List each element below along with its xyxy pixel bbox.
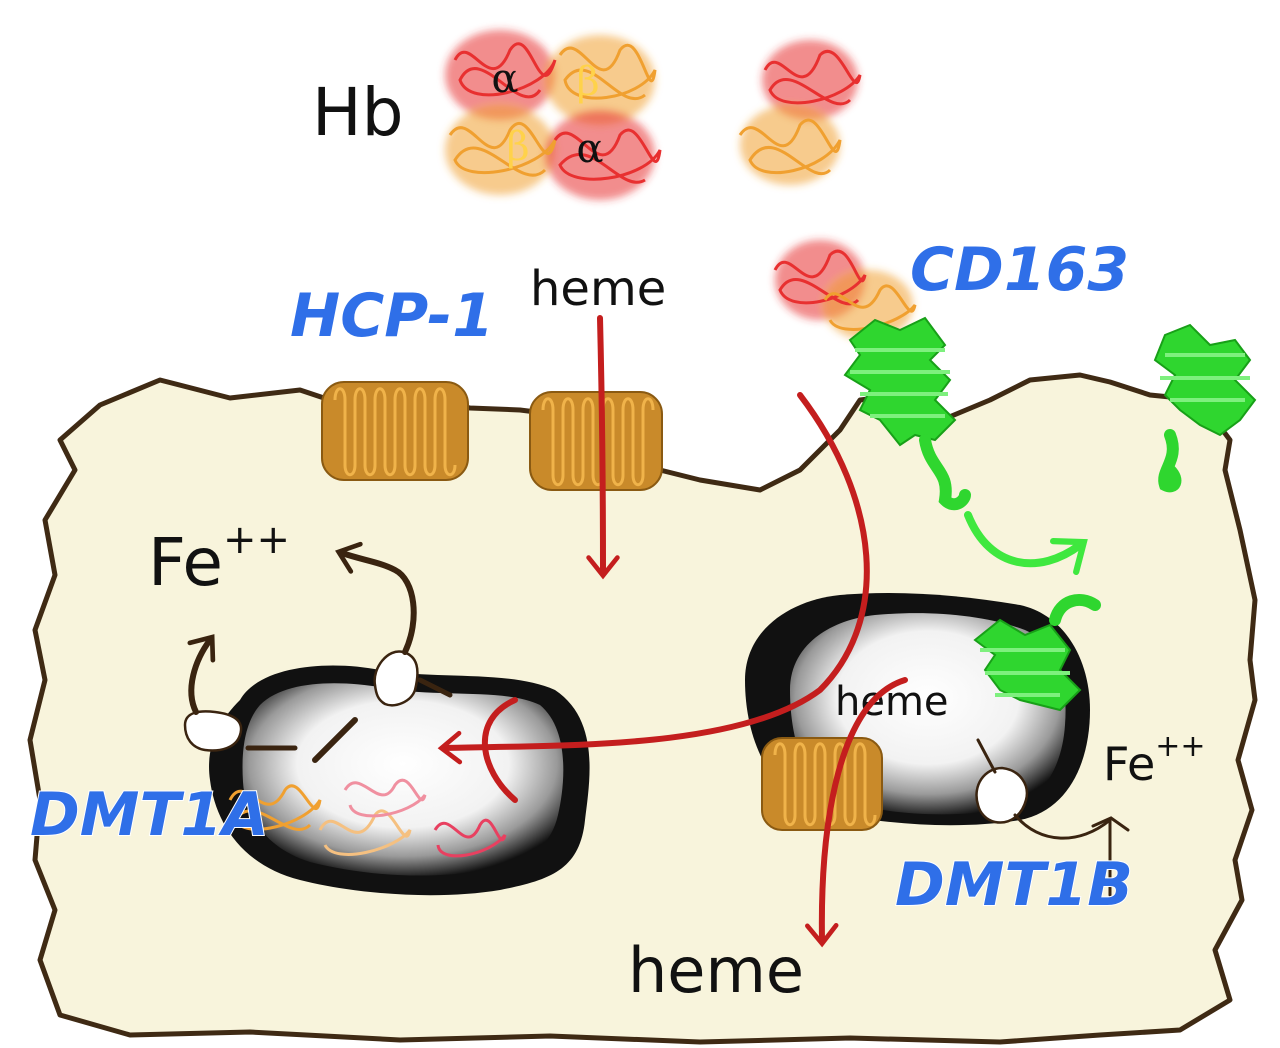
dmt1a-transporter-1	[183, 710, 298, 752]
hb-fragments	[228, 778, 507, 858]
hcp1-transporter-right	[529, 391, 663, 491]
heme-export-arrow	[805, 677, 908, 948]
cd163-label: CD163	[910, 235, 1129, 305]
dmt1b-transporter	[975, 738, 1029, 824]
hcp1-transporter-left	[321, 381, 469, 481]
hb-cd163-complex	[773, 240, 917, 340]
hemoglobin-tetramer: α β β α	[445, 30, 662, 200]
iron-export-arrow-3	[1013, 813, 1112, 897]
hb-delivery-arrow	[481, 697, 518, 803]
iron-export-arrow-2	[335, 541, 417, 655]
cd163-recycling-arrow	[964, 511, 1088, 575]
dmt1b-label: DMT1B	[895, 850, 1133, 920]
hb-endocytosis-arrow	[437, 392, 870, 765]
fe-label-right: Fe++	[1103, 729, 1206, 791]
beta-subunit-bottom	[445, 105, 555, 195]
cd163-internalized	[973, 594, 1101, 712]
dmt1a-transporter-2	[312, 650, 453, 763]
heme-import-arrow	[586, 315, 620, 580]
fe-label-left: Fe++	[148, 517, 290, 601]
cd163-receptor	[843, 316, 971, 511]
cd163-recycled	[1153, 323, 1257, 493]
beta-label-bottom: β	[506, 124, 529, 170]
alpha-label-top: α	[491, 56, 518, 102]
dmt1a-label: DMT1A	[30, 780, 269, 850]
beta-label-top: β	[576, 59, 599, 105]
hemoglobin-dimer	[738, 40, 862, 185]
iron-export-arrow-1	[187, 634, 216, 715]
hcp1-label: HCP-1	[290, 281, 494, 351]
alpha-label-bottom: α	[576, 126, 603, 172]
heme-label-bottom: heme	[628, 934, 804, 1007]
heme-label-top: heme	[530, 261, 666, 317]
hb-label: Hb	[312, 74, 404, 151]
hcp1-vesicle-transporter	[761, 737, 883, 831]
